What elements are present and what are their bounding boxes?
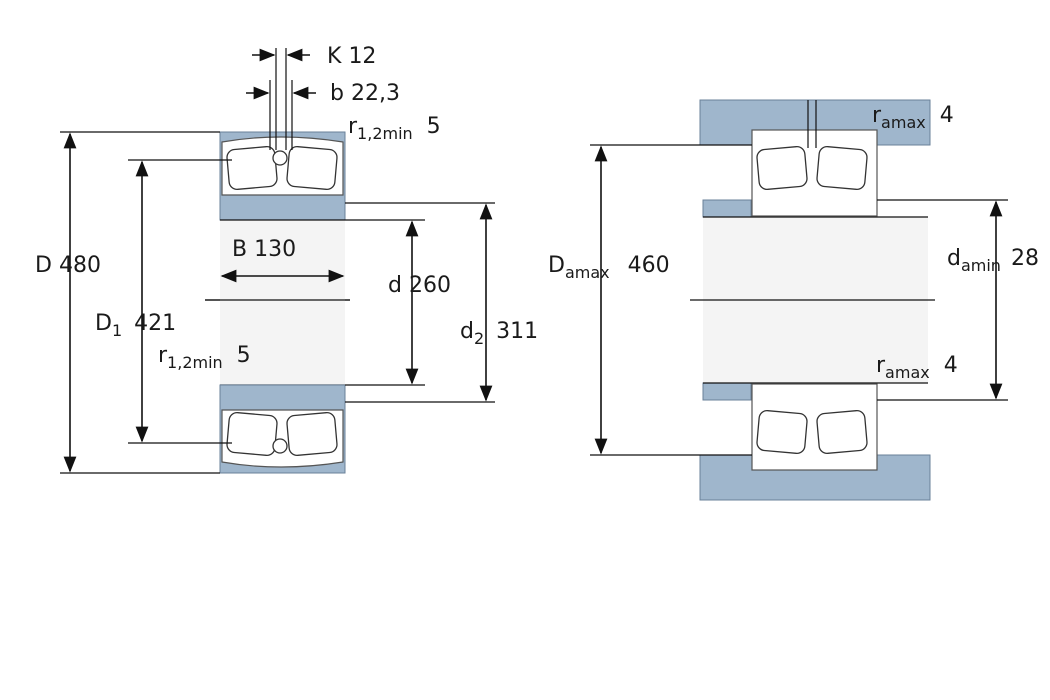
b-width-label: B 130: [232, 237, 296, 262]
d-outer-label: D 480: [35, 253, 101, 278]
shaft-shoulder-top: [702, 199, 752, 218]
left-dimension-lines: [60, 48, 495, 474]
mounting-view: [690, 99, 935, 501]
right-dimension-lines: [590, 144, 1008, 456]
shaft-shoulder-bottom: [702, 382, 752, 401]
k-label: K 12: [327, 44, 376, 69]
bearing-section-view: [205, 131, 350, 474]
b-label: b 22,3: [330, 81, 400, 106]
d-bore-label: d 260: [388, 273, 451, 298]
